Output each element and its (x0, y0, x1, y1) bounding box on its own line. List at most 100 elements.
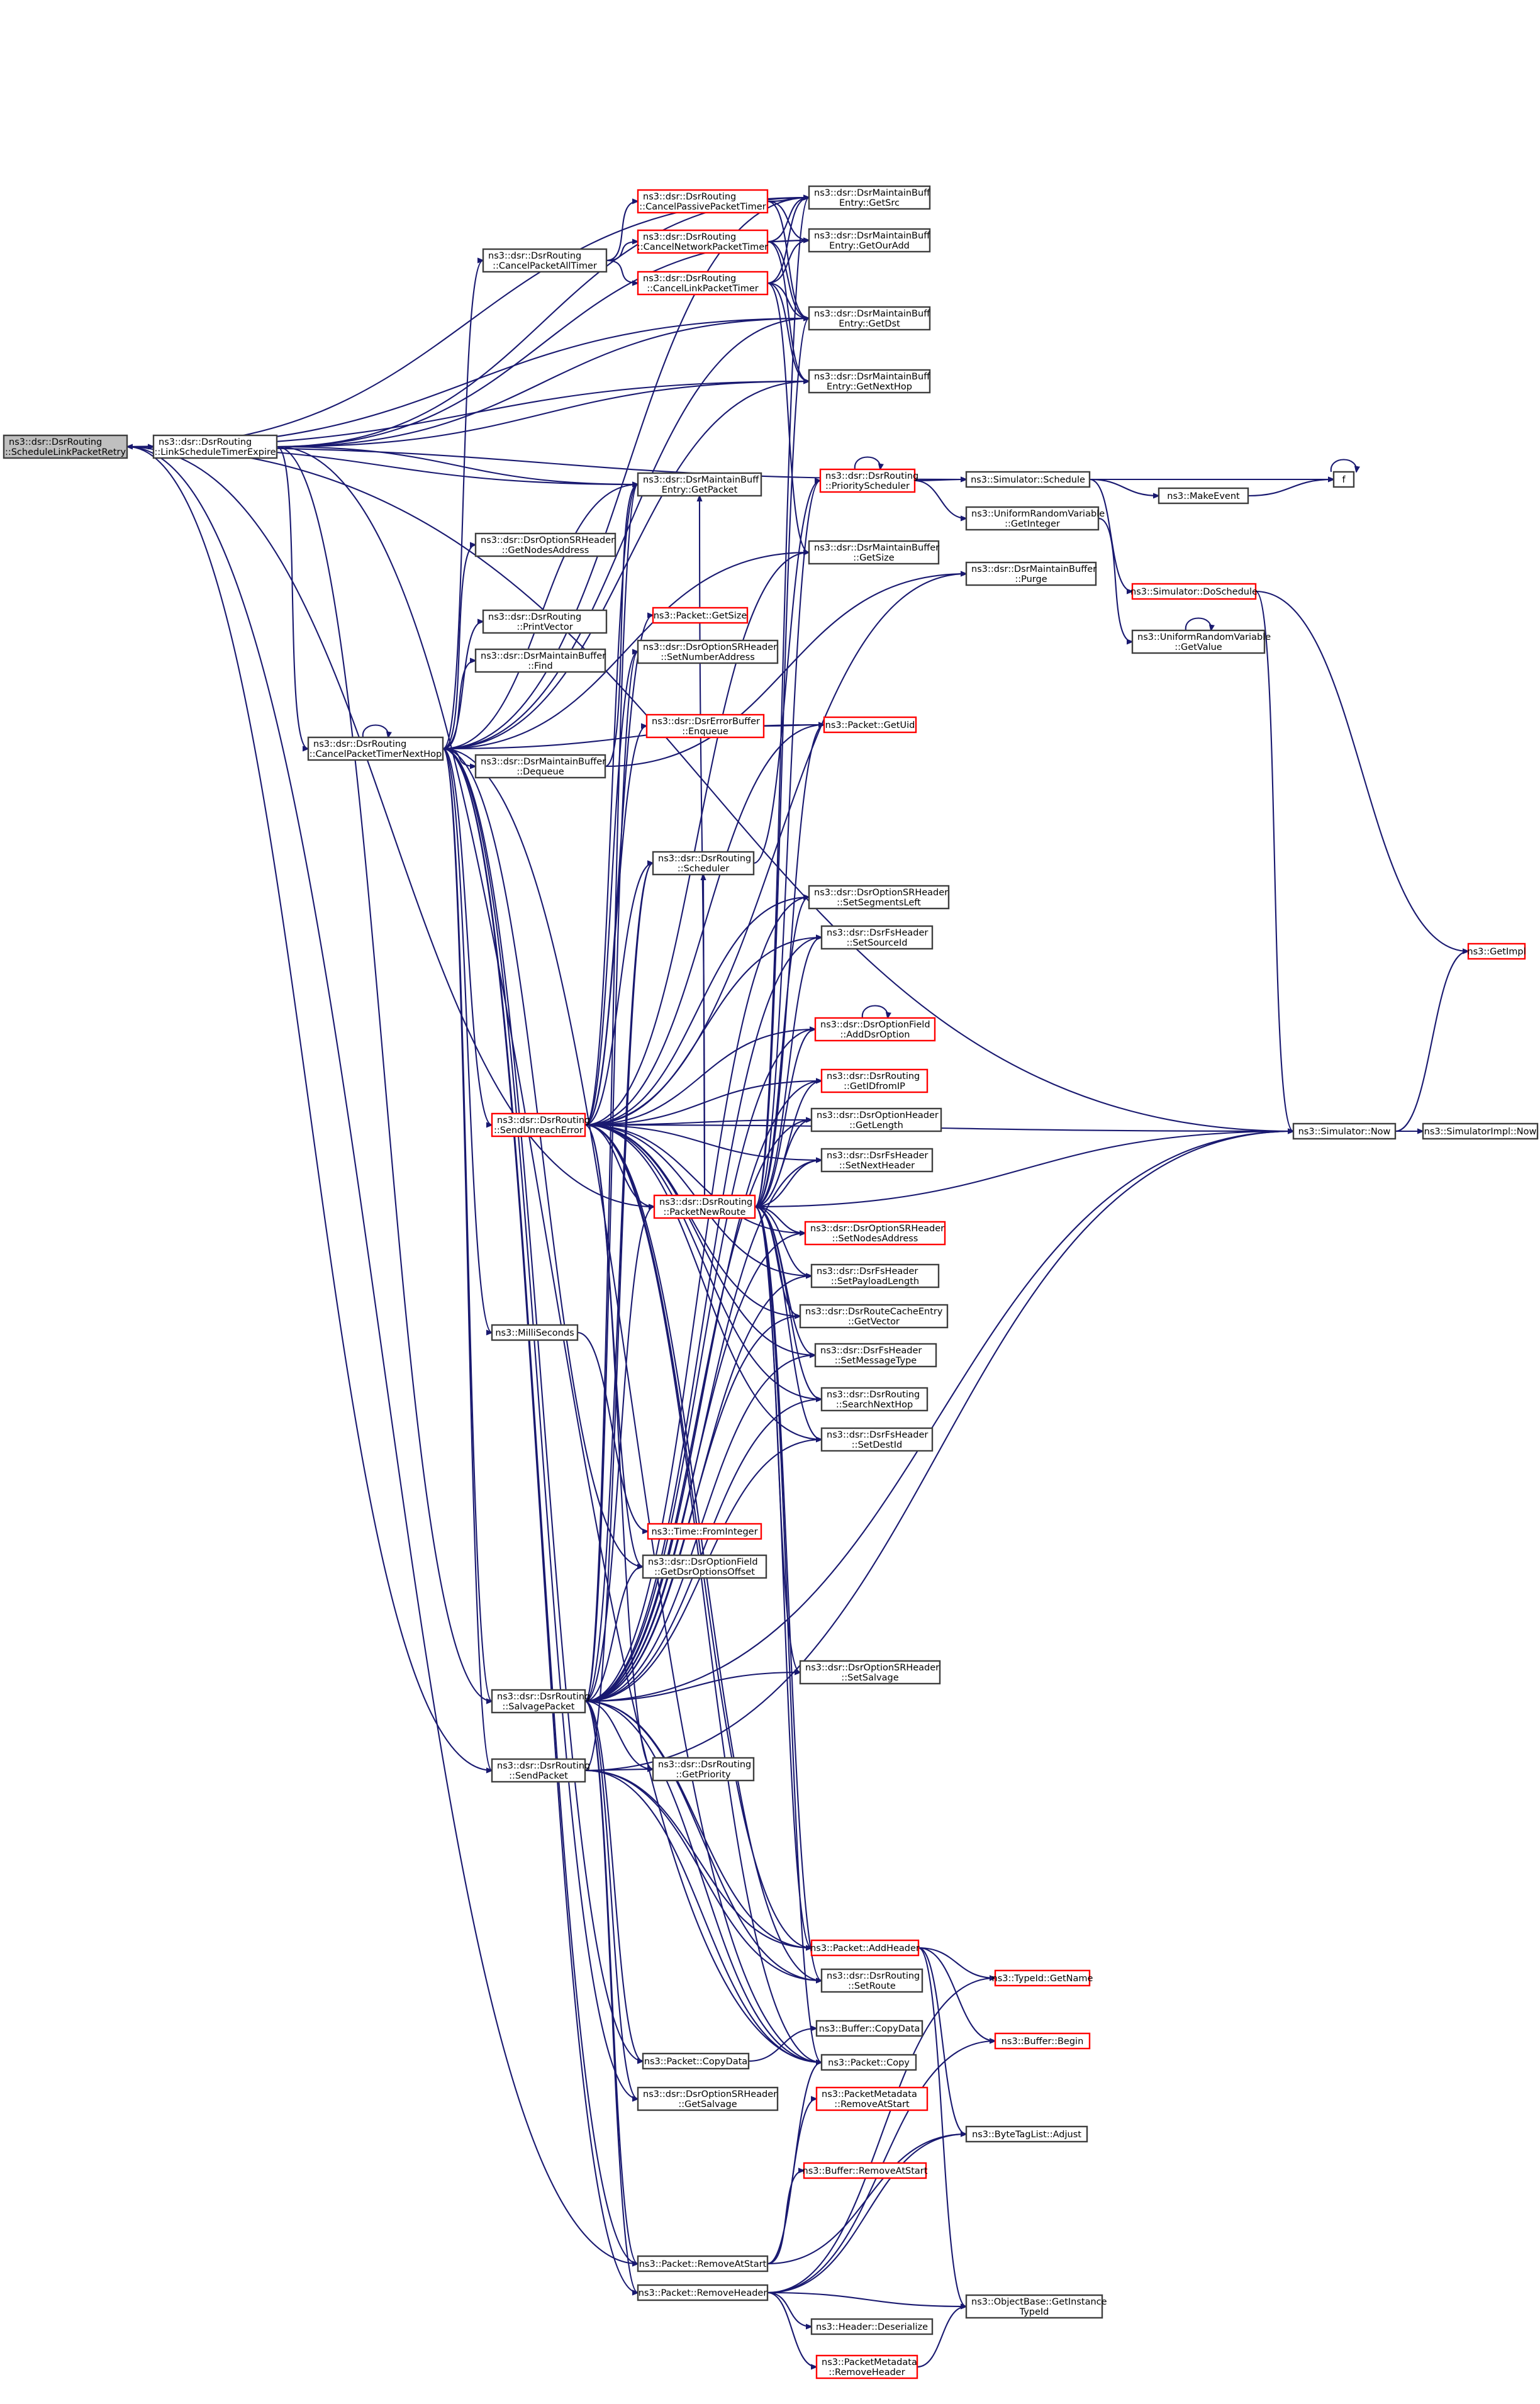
node-bufremoveatstart[interactable]: ns3::Buffer::RemoveAtStart (803, 2162, 928, 2179)
node-setnumaddr[interactable]: ns3::dsr::DsrOptionSRHeader::SetNumberAd… (637, 639, 779, 664)
node-getsize[interactable]: ns3::dsr::DsrMaintainBuffer::GetSize (808, 540, 940, 565)
node-box (808, 185, 931, 210)
node-box (814, 1343, 937, 1368)
edge-sendunreach-to-getpriority (584, 1124, 653, 1769)
node-cpatimer[interactable]: ns3::dsr::DsrRouting::CancelPacketAllTim… (482, 248, 608, 273)
node-removeheader[interactable]: ns3::Packet::RemoveHeader (637, 2284, 769, 2301)
node-addheader[interactable]: ns3::Packet::AddHeader (810, 1939, 920, 1957)
node-setroute[interactable]: ns3::dsr::DsrRouting::SetRoute (820, 1968, 923, 1993)
node-label: ::Enqueue (682, 727, 728, 737)
node-enqueue[interactable]: ns3::dsr::DsrErrorBuffer::Enqueue (645, 713, 765, 739)
node-cnpt[interactable]: ns3::dsr::DsrRouting::CancelNetworkPacke… (637, 229, 769, 254)
node-setsegleft[interactable]: ns3::dsr::DsrOptionSRHeader::SetSegments… (808, 885, 950, 910)
node-getsalvage[interactable]: ns3::dsr::DsrOptionSRHeader::GetSalvage (637, 2086, 779, 2111)
node-setsalvage[interactable]: ns3::dsr::DsrOptionSRHeader::SetSalvage (799, 1660, 941, 1685)
node-lste[interactable]: ns3::dsr::DsrRouting::LinkScheduleTimerE… (152, 434, 278, 459)
node-box (810, 1107, 942, 1132)
edge-sendpacket-to-scheduler (584, 863, 653, 1772)
node-now[interactable]: ns3::Simulator::Now (1292, 1122, 1397, 1140)
node-getuid[interactable]: ns3::Packet::GetUid (823, 716, 917, 734)
node-label: ns3::dsr::DsrMaintainBuffer (971, 564, 1096, 574)
node-label: ns3::GetImpl (1467, 947, 1526, 957)
node-sendunreach[interactable]: ns3::dsr::DsrRouting::SendUnreachError (491, 1112, 590, 1138)
edge-lste-to-getpacket (276, 445, 638, 484)
node-getdsroptoff[interactable]: ns3::dsr::DsrOptionField::GetDsrOptionsO… (642, 1554, 767, 1579)
node-label: ::GetDsrOptionsOffset (654, 1567, 755, 1577)
node-pcopy[interactable]: ns3::Packet::Copy (820, 2054, 917, 2071)
node-f[interactable]: f (1332, 471, 1355, 488)
node-label: ::SendPacket (509, 1771, 568, 1781)
node-premoveatstart[interactable]: ns3::Packet::RemoveAtStart (637, 2255, 769, 2273)
node-box (965, 506, 1100, 531)
node-find[interactable]: ns3::dsr::DsrMaintainBuffer::Find (474, 648, 606, 673)
node-pmremoveheader[interactable]: ns3::PacketMetadata::RemoveHeader (815, 2354, 918, 2379)
edge-sendunreach-to-setnumaddr (584, 652, 638, 1126)
node-schedule[interactable]: ns3::Simulator::Schedule (965, 471, 1091, 488)
node-getnodesaddr[interactable]: ns3::dsr::DsrOptionSRHeader::GetNodesAdd… (474, 532, 617, 557)
node-bufbegin[interactable]: ns3::Buffer::Begin (994, 2032, 1091, 2050)
edge-salvage-to-pcopy (584, 1700, 822, 2062)
node-implnow[interactable]: ns3::SimulatorImpl::Now (1422, 1122, 1539, 1140)
node-printvector[interactable]: ns3::dsr::DsrRouting::PrintVector (482, 609, 608, 634)
edge-cptnh-to-getsize (442, 552, 809, 750)
node-setmsgtype[interactable]: ns3::dsr::DsrFsHeader::SetMessageType (814, 1343, 937, 1368)
edge-clpt-to-getouradd (767, 240, 809, 284)
node-label: ns3::dsr::DsrMaintainBuff (814, 188, 930, 198)
edge-dequeue-to-purge (605, 574, 966, 768)
node-box (994, 2032, 1091, 2050)
node-pnr[interactable]: ns3::dsr::DsrRouting::PacketNewRoute (653, 1194, 756, 1219)
node-setnexthdr[interactable]: ns3::dsr::DsrFsHeader::SetNextHeader (820, 1148, 934, 1173)
node-dequeue[interactable]: ns3::dsr::DsrMaintainBuffer::Dequeue (474, 754, 606, 779)
node-scheduler[interactable]: ns3::dsr::DsrRouting::Scheduler (652, 851, 755, 876)
node-purge[interactable]: ns3::dsr::DsrMaintainBuffer::Purge (965, 561, 1097, 586)
node-setsourceid[interactable]: ns3::dsr::DsrFsHeader::SetSourceId (820, 925, 934, 950)
node-deserialize[interactable]: ns3::Header::Deserialize (810, 2318, 934, 2335)
node-setdestid[interactable]: ns3::dsr::DsrFsHeader::SetDestId (820, 1427, 934, 1452)
node-getlength[interactable]: ns3::dsr::DsrOptionHeader::GetLength (810, 1107, 942, 1132)
node-getnexthop[interactable]: ns3::dsr::DsrMaintainBuffEntry::GetNextH… (808, 369, 931, 394)
node-box (808, 540, 940, 565)
node-getidfromip[interactable]: ns3::dsr::DsrRouting::GetIDfromIP (820, 1068, 929, 1093)
node-label: ::SetSourceId (847, 938, 908, 948)
node-setpaylen[interactable]: ns3::dsr::DsrFsHeader::SetPayloadLength (810, 1263, 940, 1289)
node-root[interactable]: ns3::dsr::DsrRouting::ScheduleLinkPacket… (3, 434, 128, 459)
node-label: ns3::dsr::DsrRouting (643, 232, 736, 242)
node-label: ns3::dsr::DsrRouting (658, 1760, 751, 1770)
node-salvage[interactable]: ns3::dsr::DsrRouting::SalvagePacket (491, 1689, 590, 1714)
node-sendpacket[interactable]: ns3::dsr::DsrRouting::SendPacket (491, 1758, 590, 1783)
node-getinteger[interactable]: ns3::UniformRandomVariable::GetInteger (965, 506, 1105, 531)
node-cptnh[interactable]: ns3::dsr::DsrRouting::CancelPacketTimerN… (307, 736, 444, 761)
node-getvalue[interactable]: ns3::UniformRandomVariable::GetValue (1131, 629, 1271, 654)
edge-salvage-to-setsalvage (584, 1672, 800, 1702)
node-getpriority[interactable]: ns3::dsr::DsrRouting::GetPriority (652, 1757, 755, 1782)
edge-pnr-to-getlength (754, 1120, 812, 1208)
node-label: ns3::dsr::DsrRouting (9, 437, 102, 447)
node-clpt[interactable]: ns3::dsr::DsrRouting::CancelLinkPacketTi… (637, 271, 769, 296)
node-gettypename[interactable]: ns3::TypeId::GetName (992, 1969, 1093, 1987)
node-adddsropt[interactable]: ns3::dsr::DsrOptionField::AddDsrOption (814, 1017, 936, 1042)
node-getvector[interactable]: ns3::dsr::DsrRouteCacheEntry::GetVector (799, 1304, 949, 1329)
node-pgetsize[interactable]: ns3::Packet::GetSize (652, 607, 749, 624)
node-pmremoveatstart[interactable]: ns3::PacketMetadata::RemoveAtStart (815, 2086, 929, 2111)
node-bufcopydata[interactable]: ns3::Buffer::CopyData (815, 2020, 923, 2037)
node-getpacket[interactable]: ns3::dsr::DsrMaintainBuffEntry::GetPacke… (637, 472, 762, 497)
node-prio[interactable]: ns3::dsr::DsrRouting::PriorityScheduler (819, 468, 918, 493)
node-pcopydata[interactable]: ns3::Packet::CopyData (642, 2052, 750, 2070)
node-getouradd[interactable]: ns3::dsr::DsrMaintainBuffEntry::GetOurAd… (808, 228, 931, 253)
node-cppt[interactable]: ns3::dsr::DsrRouting::CancelPassivePacke… (637, 189, 769, 214)
node-searchnh[interactable]: ns3::dsr::DsrRouting::SearchNextHop (820, 1387, 929, 1412)
node-getimpl[interactable]: ns3::GetImpl (1467, 942, 1526, 960)
node-adjust[interactable]: ns3::ByteTagList::Adjust (965, 2125, 1088, 2143)
edge-pnr-to-setnodesaddr (754, 1205, 805, 1233)
node-millis[interactable]: ns3::MilliSeconds (491, 1324, 579, 1341)
node-setnodesaddr[interactable]: ns3::dsr::DsrOptionSRHeader::SetNodesAdd… (804, 1221, 946, 1246)
node-doschedule[interactable]: ns3::Simulator::DoSchedule (1130, 583, 1258, 600)
node-frominteger[interactable]: ns3::Time::FromInteger (647, 1523, 762, 1540)
edge-sendunreach-to-getpacket (584, 484, 638, 1126)
edge-cptnh-to-premoveatstart (442, 747, 638, 2264)
node-makeevent[interactable]: ns3::MakeEvent (1158, 487, 1249, 505)
node-box (804, 1221, 946, 1246)
